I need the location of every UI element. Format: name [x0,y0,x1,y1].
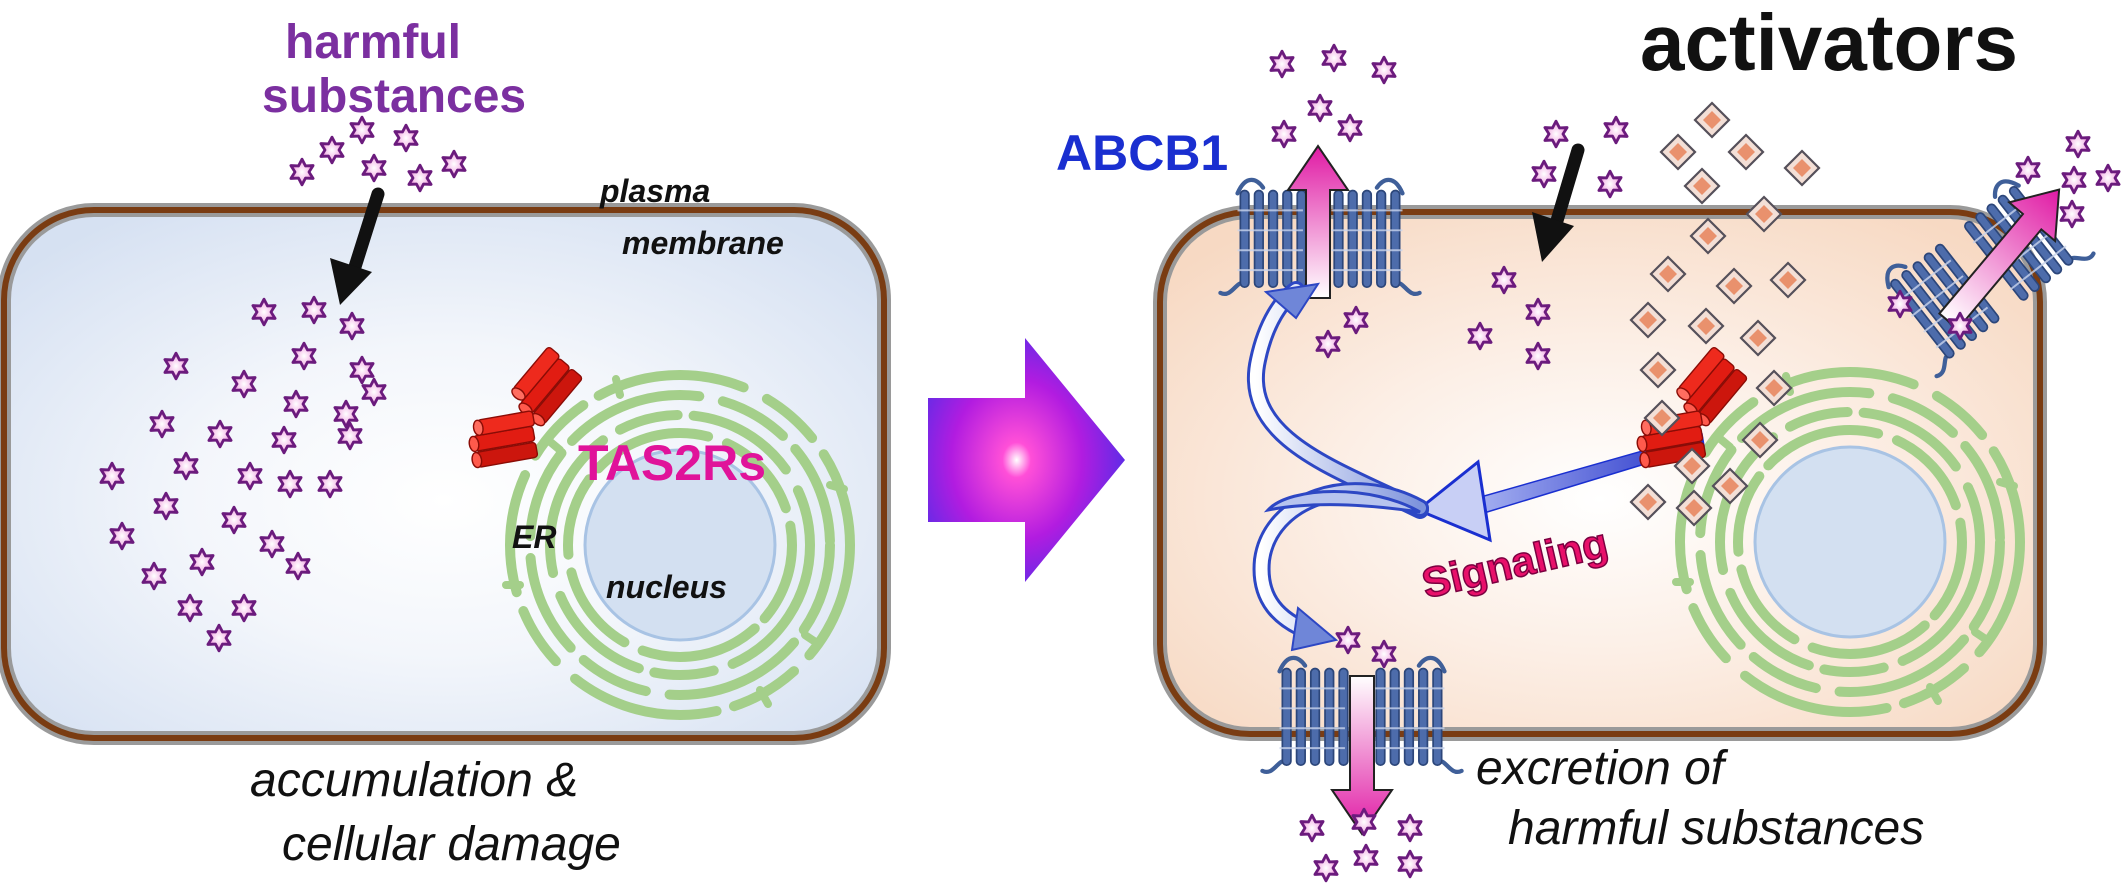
left-cell [0,203,891,745]
excretion-label-line1: excretion of [1476,742,1729,795]
star-icon [1597,169,1623,199]
nucleus-label: nucleus [606,569,727,605]
efflux-arrow-bottom [1330,675,1394,836]
star-icon [2061,165,2087,195]
star-icon [1269,49,1295,79]
harmful-label-line1: harmful [285,16,461,69]
accumulation-label-line1: accumulation & [250,754,578,807]
star-icon [1353,843,1379,873]
star-icon [1271,119,1297,149]
star-icon [1397,813,1423,843]
diamond-icon [1783,149,1821,187]
signal-curved-arrows [1247,281,1429,652]
star-icon [2059,199,2085,229]
efflux-arrow-top [1286,144,1350,299]
star-icon [2095,163,2121,193]
diamond-icon [1727,133,1765,171]
star-icon [1307,93,1333,123]
diamond-icon [1693,101,1731,139]
star-icon [1371,55,1397,85]
tas2rs-label: TAS2Rs [578,435,766,491]
star-icon [2065,129,2091,159]
star-icon [1299,813,1325,843]
efflux-arrow-right [1937,188,2061,331]
star-icon [361,153,387,183]
star-icon [1321,43,1347,73]
star-icon [319,135,345,165]
diamond-icon [1659,133,1697,171]
plasma-label-line2: membrane [622,225,784,261]
star-icon [289,157,315,187]
right-influx-arrow [1532,143,1585,262]
star-icon [407,163,433,193]
star-icon [1603,115,1629,145]
accumulation-label-line2: cellular damage [282,818,621,871]
harmful-label-line2: substances [262,70,526,123]
activators-label: activators [1640,0,2018,87]
star-icon [1337,113,1363,143]
left-influx-arrow [330,187,385,305]
star-icon [1531,159,1557,189]
star-icon [2015,155,2041,185]
star-icon [441,149,467,179]
diamond-icon [1683,167,1721,205]
plasma-label-line1: plasma [599,173,710,209]
er-label: ER [512,519,556,555]
left-outside-molecules [289,115,467,193]
star-icon [1397,849,1423,879]
abcb1-label: ABCB1 [1056,125,1228,181]
star-icon [393,123,419,153]
excretion-label-line2: harmful substances [1508,802,1924,855]
star-icon [1543,119,1569,149]
transition-arrow [928,338,1125,582]
star-icon [1313,853,1339,883]
